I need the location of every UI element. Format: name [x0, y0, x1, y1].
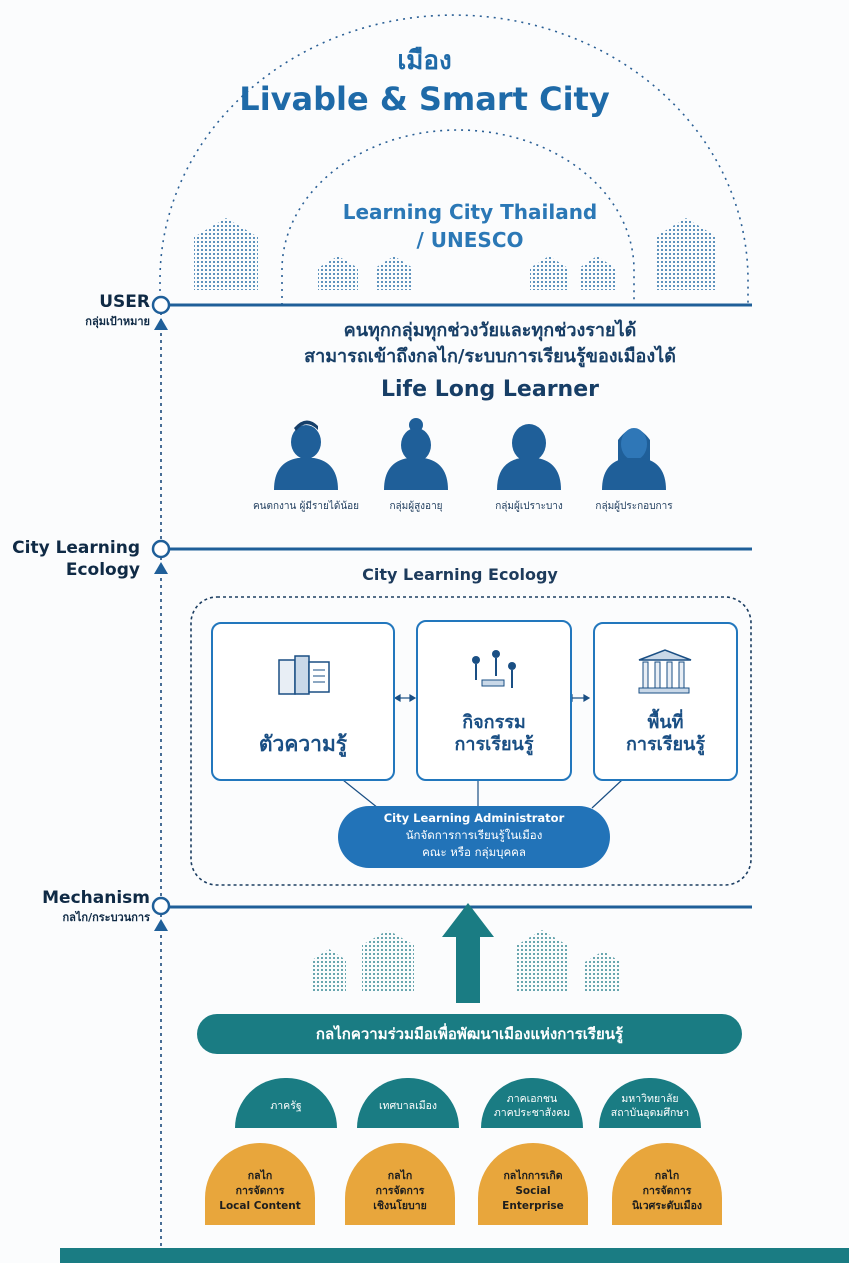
group-caption-unemployed: คนตกงาน ผู้มีรายได้น้อย: [252, 501, 360, 512]
mechanism-local-content: กลไก การจัดการ Local Content: [205, 1143, 315, 1225]
people-activity-icon: [472, 650, 516, 688]
user-label: USER: [99, 292, 150, 312]
user-sub-label: กลุ่มเป้าหมาย: [85, 315, 150, 328]
ecology-title: City Learning Ecology: [362, 565, 558, 584]
mechanism-city-ecosystem: กลไก การจัดการ นิเวศระดับเมือง: [612, 1143, 722, 1225]
cooperation-banner: กลไกความร่วมมือเพื่อพัฒนาเมืองแห่งการเรี…: [197, 1014, 742, 1054]
level-label-user: USER กลุ่มเป้าหมาย: [10, 292, 150, 330]
learning-space-label: พื้นที่ การเรียนรู้: [625, 712, 705, 755]
group-caption-vulnerable: กลุ่มผู้เปราะบาง: [495, 501, 563, 512]
level-label-mechanism: Mechanism กลไก/กระบวนการ: [0, 888, 150, 926]
up-arrow: [442, 903, 494, 1003]
bottom-bar: [60, 1248, 849, 1263]
city-buildings-top: [194, 218, 717, 290]
books-icon: [278, 655, 330, 695]
city-learning-administrator: City Learning Administrator นักจัดการการ…: [338, 806, 610, 868]
level-marker-user: [151, 295, 171, 330]
level-label-ecology: City Learning Ecology: [0, 537, 140, 581]
outer-dome: [159, 14, 749, 305]
knowledge-label: ตัวความรู้: [258, 732, 348, 756]
mechanism-sub-label: กลไก/กระบวนการ: [62, 911, 150, 924]
city-buildings-mechanism: [312, 930, 621, 993]
knowledge-box: ตัวความรู้: [211, 622, 395, 781]
learning-activity-box: กิจกรรม การเรียนรู้: [416, 620, 572, 781]
woman-short-hair-icon: [497, 424, 561, 490]
level-marker-ecology: [151, 539, 171, 574]
mechanism-policy: กลไก การจัดการ เชิงนโยบาย: [345, 1143, 455, 1225]
user-description: คนทุกกลุ่มทุกช่วงวัยและทุกช่วงรายได้ สาม…: [304, 320, 676, 367]
admin-title: City Learning Administrator: [383, 811, 565, 825]
ecology-label: City Learning Ecology: [12, 538, 140, 580]
level-marker-mechanism: [151, 896, 171, 931]
life-long-learner-heading: Life Long Learner: [381, 377, 599, 402]
mechanism-label: Mechanism: [42, 888, 150, 908]
admin-line1: นักจัดการการเรียนรู้ในเมือง: [405, 828, 543, 842]
learning-space-box: พื้นที่ การเรียนรู้: [593, 622, 738, 781]
mechanism-social-enterprise: กลไกการเกิด Social Enterprise: [478, 1143, 588, 1225]
man-icon: [274, 420, 338, 490]
title-learning-city: Learning City Thailand / UNESCO: [342, 200, 598, 252]
admin-line2: คณะ หรือ กลุ่มบุคคล: [422, 845, 526, 859]
woman-long-hair-icon: [602, 428, 666, 490]
title-livable-smart-city: Livable & Smart City: [239, 80, 610, 118]
ecology-container: [190, 596, 752, 886]
learning-activity-label: กิจกรรม การเรียนรู้: [454, 712, 534, 755]
building-columns-icon: [638, 649, 692, 694]
group-caption-entrepreneurs: กลุ่มผู้ประกอบการ: [595, 501, 673, 512]
group-caption-elderly: กลุ่มผู้สูงอายุ: [389, 501, 443, 512]
title-thai: เมือง: [397, 46, 452, 76]
woman-bun-icon: [384, 418, 448, 490]
inner-dome: [281, 129, 635, 305]
